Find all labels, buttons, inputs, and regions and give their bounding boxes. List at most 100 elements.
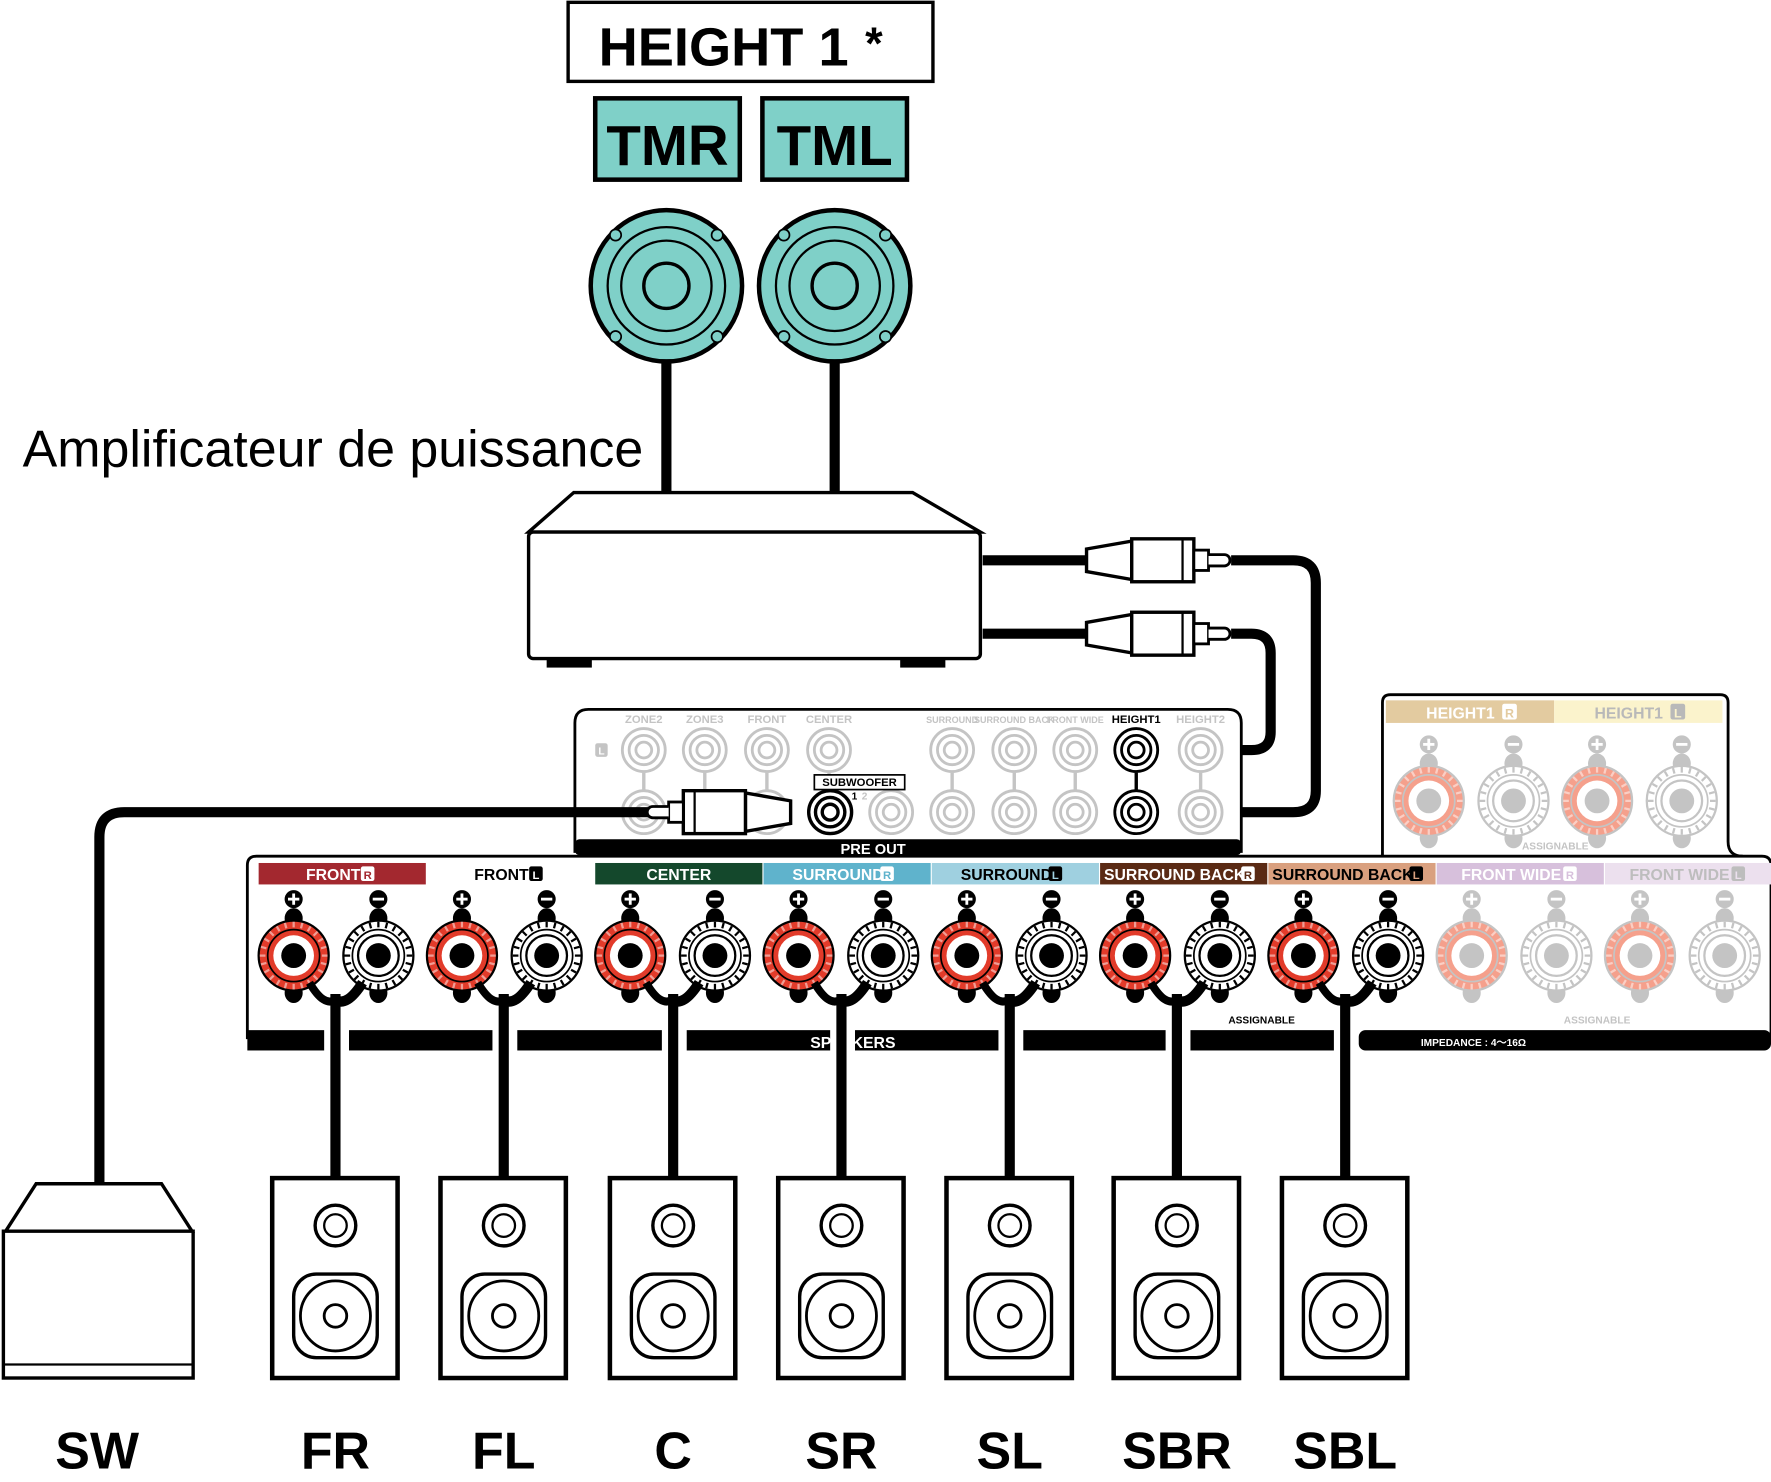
speaker-sbl — [1279, 1175, 1410, 1381]
speaker-sl — [944, 1175, 1075, 1381]
pre-out-jack[interactable] — [991, 789, 1038, 836]
pre-out-label: FRONT — [747, 714, 786, 726]
speaker-terminal-minus[interactable] — [1520, 890, 1593, 1004]
impedance-label: IMPEDANCE : 4～16Ω — [1421, 1038, 1526, 1049]
pre-out-jack[interactable] — [744, 727, 790, 773]
speaker-label: SW — [55, 1422, 139, 1480]
panel-bottom-bar — [247, 1030, 325, 1051]
speakers-title-left: SP — [810, 1035, 831, 1052]
pre-out-jack[interactable] — [1113, 727, 1160, 773]
assignable-label-fw: ASSIGNABLE — [1564, 1015, 1631, 1026]
speaker-label: SR — [805, 1422, 877, 1480]
pre-out-jack[interactable] — [1052, 727, 1099, 773]
channel-label-bg — [1604, 862, 1771, 885]
speaker-terminal-plus[interactable] — [1267, 890, 1340, 1004]
height1-channel-mark: R — [1505, 706, 1514, 720]
pre-out-jack[interactable] — [620, 727, 667, 773]
pre-out-jack[interactable] — [1177, 789, 1224, 836]
channel-label: FRONT WIDE — [1461, 867, 1561, 884]
speaker-terminal-plus[interactable] — [425, 890, 499, 1004]
pre-out-label: SURROUND — [926, 715, 979, 725]
rca-plug-subwoofer — [645, 789, 793, 836]
speaker-terminal-plus[interactable] — [762, 890, 835, 1004]
pre-out-label: FRONT WIDE — [1047, 715, 1104, 725]
tmr-label: TMR — [592, 96, 743, 182]
pre-out-label: CENTER — [806, 714, 852, 726]
tmr-speaker-driver — [588, 207, 745, 364]
channel-mark: R — [1566, 870, 1574, 882]
channel-label-bg — [426, 862, 595, 885]
speaker-terminal-plus[interactable] — [1603, 890, 1677, 1004]
panel-bottom-bar — [1190, 1030, 1334, 1051]
rca-plug-2 — [1084, 610, 1232, 657]
speaker-terminal-plus[interactable] — [594, 890, 667, 1004]
pre-out-title: PRE OUT — [840, 842, 905, 858]
height1-terminal[interactable] — [1392, 735, 1465, 849]
speaker-label: SL — [977, 1422, 1043, 1480]
height1-terminal[interactable] — [1477, 735, 1550, 849]
speaker-terminal-minus[interactable] — [847, 890, 920, 1004]
svg-text:TMR: TMR — [606, 114, 728, 177]
height1-channel-label: HEIGHT1 — [1426, 705, 1495, 722]
speaker-terminal-minus[interactable] — [678, 890, 752, 1004]
speaker-terminal-minus[interactable] — [1015, 890, 1088, 1004]
subwoofer-jack-1[interactable] — [807, 789, 854, 836]
speaker-terminal-minus[interactable] — [342, 890, 415, 1004]
pre-out-jack[interactable] — [929, 727, 976, 773]
height1-channel-mark: L — [1674, 706, 1682, 720]
speaker-c — [607, 1175, 738, 1381]
speaker-terminal-minus[interactable] — [1351, 890, 1425, 1004]
channel-label-bg — [1268, 862, 1436, 885]
channel-label-bg — [1100, 862, 1268, 885]
pre-out-jack[interactable] — [1113, 789, 1160, 836]
speaker-terminal-minus[interactable] — [510, 890, 583, 1004]
pre-out-label: ZONE3 — [686, 714, 724, 726]
channel-label-bg — [258, 862, 426, 885]
svg-text:TML: TML — [777, 114, 893, 177]
channel-label: SURROUND BACK — [1272, 867, 1414, 884]
speaker-terminal-plus[interactable] — [930, 890, 1003, 1004]
channel-mark: L — [1735, 870, 1742, 882]
speaker-label: C — [654, 1422, 692, 1480]
pre-out-jack[interactable] — [1052, 789, 1099, 836]
pre-out-jack[interactable] — [681, 727, 728, 773]
speakers-title-right: KERS — [852, 1035, 896, 1052]
pre-out-label: HEIGHT1 — [1112, 714, 1161, 726]
subwoofer-1-number: 1 — [852, 792, 858, 803]
subwoofer-jack-2[interactable] — [868, 789, 915, 836]
channel-mark: R — [364, 870, 372, 882]
subwoofer — [1, 1182, 196, 1380]
channel-label: FRONT — [306, 867, 361, 884]
height1-terminal[interactable] — [1645, 735, 1718, 849]
channel-label-bg — [595, 862, 763, 885]
pre-out-label: HEIGHT2 — [1176, 714, 1225, 726]
panel-bottom-bar — [517, 1030, 662, 1051]
pre-out-jack[interactable] — [806, 727, 852, 773]
rca-cables-height1 — [982, 555, 1321, 818]
pre-out-label: SURROUND BACK — [974, 715, 1055, 725]
speaker-sbr — [1111, 1175, 1242, 1381]
height1-terminal[interactable] — [1560, 735, 1634, 849]
pre-out-jack[interactable] — [991, 727, 1038, 773]
pre-out-jack[interactable] — [1177, 727, 1224, 773]
speaker-terminal-plus[interactable] — [1435, 890, 1508, 1004]
pre-out-jack[interactable] — [929, 789, 976, 836]
rca-plug-1 — [1084, 537, 1232, 584]
speaker-terminal-plus[interactable] — [1098, 890, 1172, 1004]
speaker-sr — [775, 1175, 906, 1381]
footnote-mark: * — [865, 18, 883, 69]
speaker-terminal-plus[interactable] — [257, 890, 330, 1004]
subwoofer-2-number: 2 — [862, 792, 868, 803]
panel-bottom-bar — [1023, 1030, 1166, 1051]
channel-label: SURROUND — [961, 867, 1052, 884]
speaker-terminal-minus[interactable] — [1688, 890, 1761, 1004]
panel-bottom-bar — [349, 1030, 493, 1051]
subwoofer-label: SUBWOOFER — [822, 777, 897, 789]
height1-channel-label: HEIGHT1 — [1594, 705, 1663, 722]
speaker-terminal-minus[interactable] — [1183, 890, 1256, 1004]
channel-mark: R — [883, 870, 891, 882]
power-amplifier — [524, 490, 987, 668]
